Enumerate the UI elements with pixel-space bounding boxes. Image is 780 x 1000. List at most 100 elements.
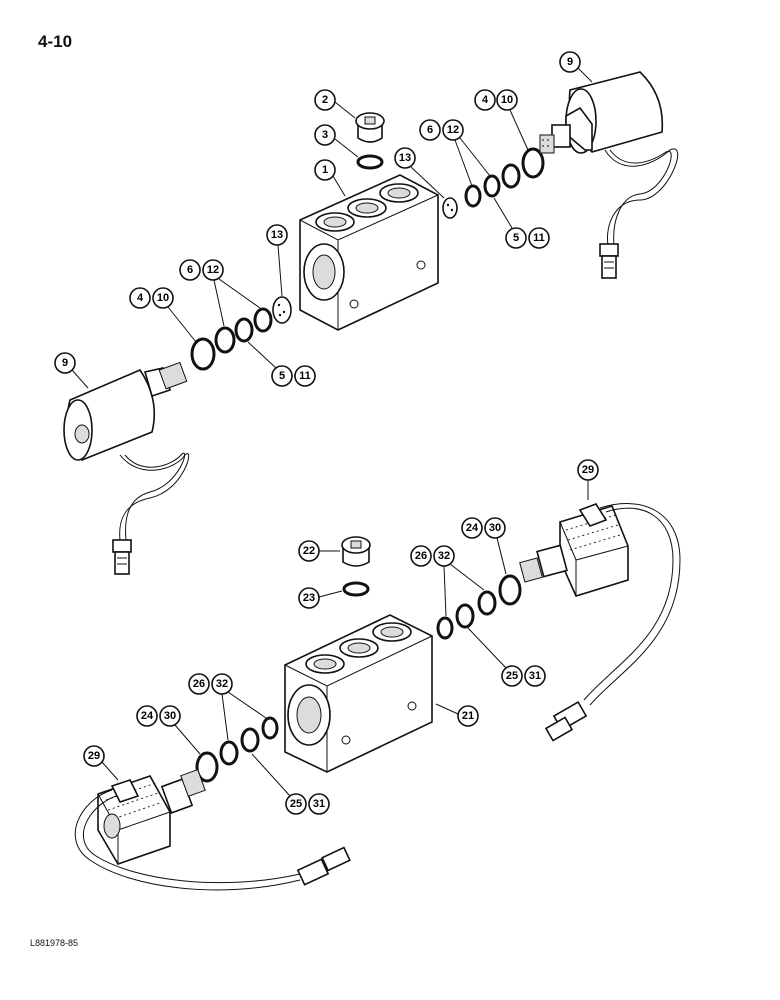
svg-text:25: 25 <box>506 670 518 682</box>
svg-text:2: 2 <box>322 94 328 106</box>
svg-text:26: 26 <box>415 550 427 562</box>
seal-stack-bottom-right <box>436 574 522 640</box>
callout-10-top: 10 <box>496 89 518 111</box>
svg-text:12: 12 <box>207 264 219 276</box>
callout-24-right: 24 <box>461 517 483 539</box>
callout-13-top: 13 <box>394 147 416 169</box>
leader-30-right <box>496 537 507 575</box>
leader-5-left <box>247 341 277 369</box>
svg-text:29: 29 <box>582 464 594 476</box>
leader-30-left <box>174 724 201 755</box>
callout-25-right: 25 <box>501 665 523 687</box>
leader-13-left <box>277 244 283 297</box>
solenoid-valve-9-top <box>539 71 679 279</box>
leader-25-left <box>251 753 291 797</box>
callout-4-top: 4 <box>474 89 496 111</box>
callout-13-left: 13 <box>266 224 288 246</box>
leader-21 <box>435 703 459 715</box>
svg-text:21: 21 <box>462 710 474 722</box>
reference-code: L881978-85 <box>30 938 79 948</box>
o-ring-23 <box>342 581 370 597</box>
callout-26-left: 26 <box>188 673 210 695</box>
valve-body-21 <box>284 614 433 773</box>
valve-body-1 <box>299 174 439 331</box>
callout-12-top: 12 <box>442 119 464 141</box>
svg-text:9: 9 <box>62 357 68 369</box>
leader-13-top <box>410 166 445 199</box>
callout-5-top: 5 <box>505 227 527 249</box>
callout-21: 21 <box>457 705 479 727</box>
svg-text:6: 6 <box>187 264 193 276</box>
leader-12-left <box>213 278 261 327</box>
callout-26-right: 26 <box>410 545 432 567</box>
callout-25-left: 25 <box>285 793 307 815</box>
callout-11-left: 11 <box>294 365 316 387</box>
svg-text:29: 29 <box>88 750 100 762</box>
callout-11-top: 11 <box>528 227 550 249</box>
callout-3: 3 <box>314 124 336 146</box>
svg-text:11: 11 <box>299 370 311 382</box>
svg-text:32: 32 <box>216 678 228 690</box>
leader-12-top <box>454 137 491 187</box>
page-number: 4-10 <box>38 32 73 51</box>
svg-text:6: 6 <box>427 124 433 136</box>
leader-10-top <box>509 109 529 151</box>
svg-text:22: 22 <box>303 545 315 557</box>
seal-stack-top-left <box>190 296 292 371</box>
svg-text:4: 4 <box>137 292 144 304</box>
callout-32-left: 32 <box>211 673 233 695</box>
plug-22 <box>341 536 371 567</box>
svg-text:12: 12 <box>447 124 459 136</box>
callout-24-left: 24 <box>136 705 158 727</box>
svg-text:13: 13 <box>271 229 283 241</box>
callout-2: 2 <box>314 89 336 111</box>
svg-text:11: 11 <box>533 232 545 244</box>
leader-9-top <box>577 67 593 83</box>
svg-text:26: 26 <box>193 678 205 690</box>
leader-3 <box>334 138 359 158</box>
callout-23: 23 <box>298 587 320 609</box>
plug-2 <box>355 112 385 143</box>
svg-text:25: 25 <box>290 798 302 810</box>
solenoid-valve-29-right <box>519 503 681 742</box>
leader-32-right <box>443 563 485 617</box>
callout-1: 1 <box>314 159 336 181</box>
svg-text:10: 10 <box>157 292 169 304</box>
o-ring-3 <box>356 154 384 170</box>
leader-5-top <box>493 197 513 229</box>
leader-23 <box>318 590 343 598</box>
solenoid-valve-9-left <box>63 361 190 575</box>
svg-text:3: 3 <box>322 129 328 141</box>
callout-30-left: 30 <box>159 705 181 727</box>
callout-31-left: 31 <box>308 793 330 815</box>
callout-9-left: 9 <box>54 352 76 374</box>
svg-text:5: 5 <box>279 370 285 382</box>
svg-text:31: 31 <box>529 670 541 682</box>
callout-31-right: 31 <box>524 665 546 687</box>
svg-text:31: 31 <box>313 798 325 810</box>
callout-10-left: 10 <box>152 287 174 309</box>
leader-1 <box>332 175 346 197</box>
svg-text:13: 13 <box>399 152 411 164</box>
callout-4-left: 4 <box>129 287 151 309</box>
callout-32-right: 32 <box>433 545 455 567</box>
svg-text:24: 24 <box>466 522 479 534</box>
svg-text:24: 24 <box>141 710 154 722</box>
callout-9-top: 9 <box>559 51 581 73</box>
callout-6-left: 6 <box>179 259 201 281</box>
leader-10-left <box>167 306 197 343</box>
leader-2 <box>334 101 356 119</box>
callout-22: 22 <box>298 540 320 562</box>
callout-6-top: 6 <box>419 119 441 141</box>
svg-text:30: 30 <box>489 522 501 534</box>
svg-text:1: 1 <box>322 164 328 176</box>
leader-25-right <box>467 627 507 669</box>
seal-stack-top-right <box>442 147 545 219</box>
seal-stack-bottom-left <box>195 716 279 783</box>
callout-29-left: 29 <box>83 745 105 767</box>
callout-30-right: 30 <box>484 517 506 539</box>
leader-9-left <box>71 369 89 389</box>
svg-text:30: 30 <box>164 710 176 722</box>
callout-12-left: 12 <box>202 259 224 281</box>
svg-text:23: 23 <box>303 592 315 604</box>
